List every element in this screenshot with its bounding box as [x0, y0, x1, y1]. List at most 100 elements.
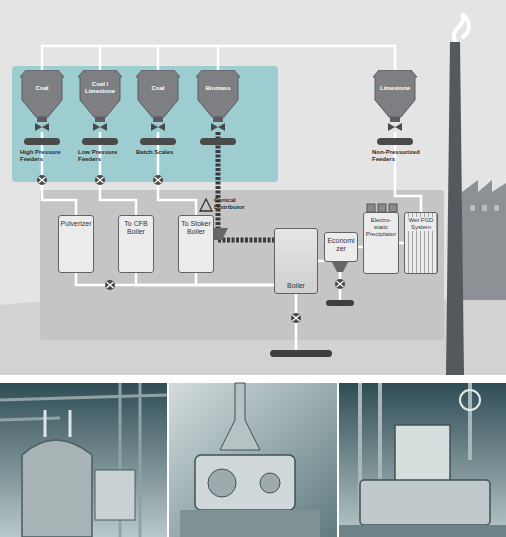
- callout-label: Conical Distributor: [214, 197, 264, 211]
- callout-label: Batch Scales: [136, 149, 192, 156]
- valve-symbol: [97, 177, 104, 183]
- precipitator-box: Electro-static Precipitator: [363, 212, 399, 274]
- node-text: Limestone: [376, 77, 414, 99]
- node-text: Economizer: [326, 237, 356, 253]
- pipe-line: [76, 273, 274, 285]
- valve-symbol: [37, 175, 47, 185]
- node-text: Biomass: [199, 77, 237, 99]
- storage-silo: Coal: [20, 70, 64, 132]
- storage-panel: [12, 66, 278, 182]
- valves: [37, 175, 345, 323]
- valve-symbol: [153, 175, 163, 185]
- pipe-line: [395, 132, 421, 212]
- valve-symbol: [293, 315, 300, 321]
- silo-outlet: [37, 117, 47, 122]
- silo-outline: [373, 70, 417, 132]
- node-text: To Stoker Boiler: [180, 220, 212, 236]
- node-text: To CFB Boiler: [120, 220, 152, 236]
- silo-outlet: [95, 117, 105, 122]
- pipe-line: [42, 132, 76, 215]
- silo-body: [20, 70, 64, 117]
- filter-bag: [389, 204, 397, 212]
- fill-pipe: [42, 46, 395, 70]
- building-window: [470, 205, 475, 211]
- photo-pipes: [0, 383, 167, 537]
- valve-symbol: [105, 280, 115, 290]
- node-text: Coal / Limestone: [81, 77, 119, 99]
- node-text: Electro-static Precipitator: [365, 217, 397, 238]
- pipe-line: [196, 273, 274, 285]
- process-panel: [40, 190, 444, 340]
- process-box: To Stoker Boiler: [178, 215, 214, 273]
- process-box: Pulverizer: [58, 215, 94, 273]
- filter-bag: [367, 204, 375, 212]
- silo-body: [78, 70, 122, 117]
- hopper: [332, 262, 348, 272]
- pipe-line: [100, 132, 136, 215]
- feeder: [24, 138, 60, 145]
- economizer-box: Economizer: [324, 232, 358, 262]
- photo-floor: [180, 510, 320, 537]
- ash-conveyor: [270, 350, 332, 357]
- building-window: [494, 205, 499, 211]
- valve-symbol: [35, 123, 49, 131]
- diagram-background: [0, 0, 506, 375]
- photo-floor: [339, 525, 506, 537]
- pipe-line: [318, 260, 324, 263]
- photo-panel: [0, 383, 167, 537]
- photo-cabinet: [95, 470, 135, 520]
- boiler-box: Boiler: [274, 228, 318, 294]
- chimney-stack: [446, 42, 464, 375]
- callout-label: High Pressure Feeders: [20, 149, 76, 163]
- valve-symbol: [291, 313, 301, 323]
- silo-outlet: [390, 117, 400, 122]
- scrubber-box: Wet FGD System: [404, 212, 438, 274]
- valve-symbol: [95, 175, 105, 185]
- node-text: Pulverizer: [60, 220, 91, 228]
- silo-outline: [78, 70, 122, 132]
- silo-outline: [136, 70, 180, 132]
- feeder: [377, 138, 413, 145]
- filter-bag: [378, 204, 386, 212]
- valve-symbol: [107, 282, 114, 288]
- valve-symbol: [211, 123, 225, 131]
- silo-outline: [20, 70, 64, 132]
- storage-silo: Coal / Limestone: [78, 70, 122, 132]
- ash-conveyor: [326, 300, 354, 306]
- photo-panel: [169, 383, 337, 537]
- photo-handwheel: [460, 390, 480, 410]
- photo-machine: [360, 480, 490, 525]
- process-box: To CFB Boiler: [118, 215, 154, 273]
- smoke: [454, 14, 469, 40]
- silo-outline: [196, 70, 240, 132]
- plant-building: [462, 180, 506, 300]
- node-text: Coal: [139, 77, 177, 99]
- silo-outlet: [213, 117, 223, 122]
- photo-wheel: [208, 469, 236, 497]
- ash-pipe: [339, 262, 342, 300]
- feeder-conveyors: [24, 138, 413, 145]
- valve-symbol: [388, 123, 402, 131]
- callout-label: Low Pressure Feeders: [78, 149, 134, 163]
- node-text: Boiler: [287, 282, 305, 290]
- silo-body: [196, 70, 240, 117]
- pipe-line: [136, 273, 274, 285]
- node-text: Coal: [23, 77, 61, 99]
- pipe-line: [158, 132, 196, 215]
- feeder: [140, 138, 176, 145]
- valve-symbol: [337, 281, 344, 287]
- photo-machine: [195, 455, 295, 510]
- silo-body: [136, 70, 180, 117]
- valve-symbol: [151, 123, 165, 131]
- ash-pipe: [295, 294, 298, 350]
- conveyor-line: [218, 132, 274, 240]
- photo-machine: [395, 425, 450, 485]
- storage-silo: Coal: [136, 70, 180, 132]
- feeder: [82, 138, 118, 145]
- node-text: Wet FGD System: [406, 217, 436, 231]
- photo-feeder-vessel: [22, 440, 92, 537]
- photo-panel: [339, 383, 506, 537]
- building-window: [482, 205, 487, 211]
- photo-funnel: [220, 383, 260, 450]
- valve-symbol: [39, 177, 46, 183]
